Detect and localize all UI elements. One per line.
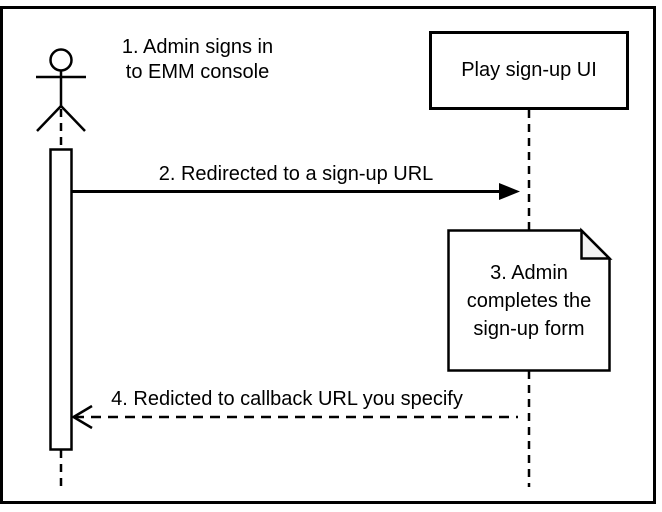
actor-right-leg xyxy=(60,105,86,132)
actor-head xyxy=(49,48,73,72)
note-shape xyxy=(447,227,613,372)
message-4-arrow xyxy=(71,404,518,430)
message-4-open-arrowhead-icon xyxy=(71,404,93,430)
message-4-label: 4. Redicted to callback URL you specify xyxy=(111,388,463,410)
message-2-label: 2. Redirected to a sign-up URL xyxy=(158,163,434,185)
participant-play-sign-up-ui: Play sign-up UI xyxy=(429,31,629,110)
note-outline xyxy=(447,229,611,372)
note-label: 3. Admin completes the sign-up form xyxy=(449,231,609,371)
participant-label: Play sign-up UI xyxy=(461,59,597,81)
message-1-line-2: to EMM console xyxy=(125,61,270,83)
note-line-3: sign-up form xyxy=(473,318,585,340)
actor-activation-bar xyxy=(49,148,73,451)
message-1-label: 1. Admin signs in to EMM console xyxy=(95,35,300,85)
note-line-2: completes the xyxy=(466,290,592,312)
diagram-border-frame xyxy=(0,6,656,504)
message-2-arrowhead-icon xyxy=(499,183,520,200)
message-1-line-1: 1. Admin signs in xyxy=(121,36,274,58)
note-folded-corner-icon xyxy=(580,227,613,260)
actor-figure xyxy=(36,48,86,132)
message-2-arrow xyxy=(72,183,520,200)
note-line-1: 3. Admin xyxy=(490,262,568,284)
actor-left-leg xyxy=(36,105,62,132)
